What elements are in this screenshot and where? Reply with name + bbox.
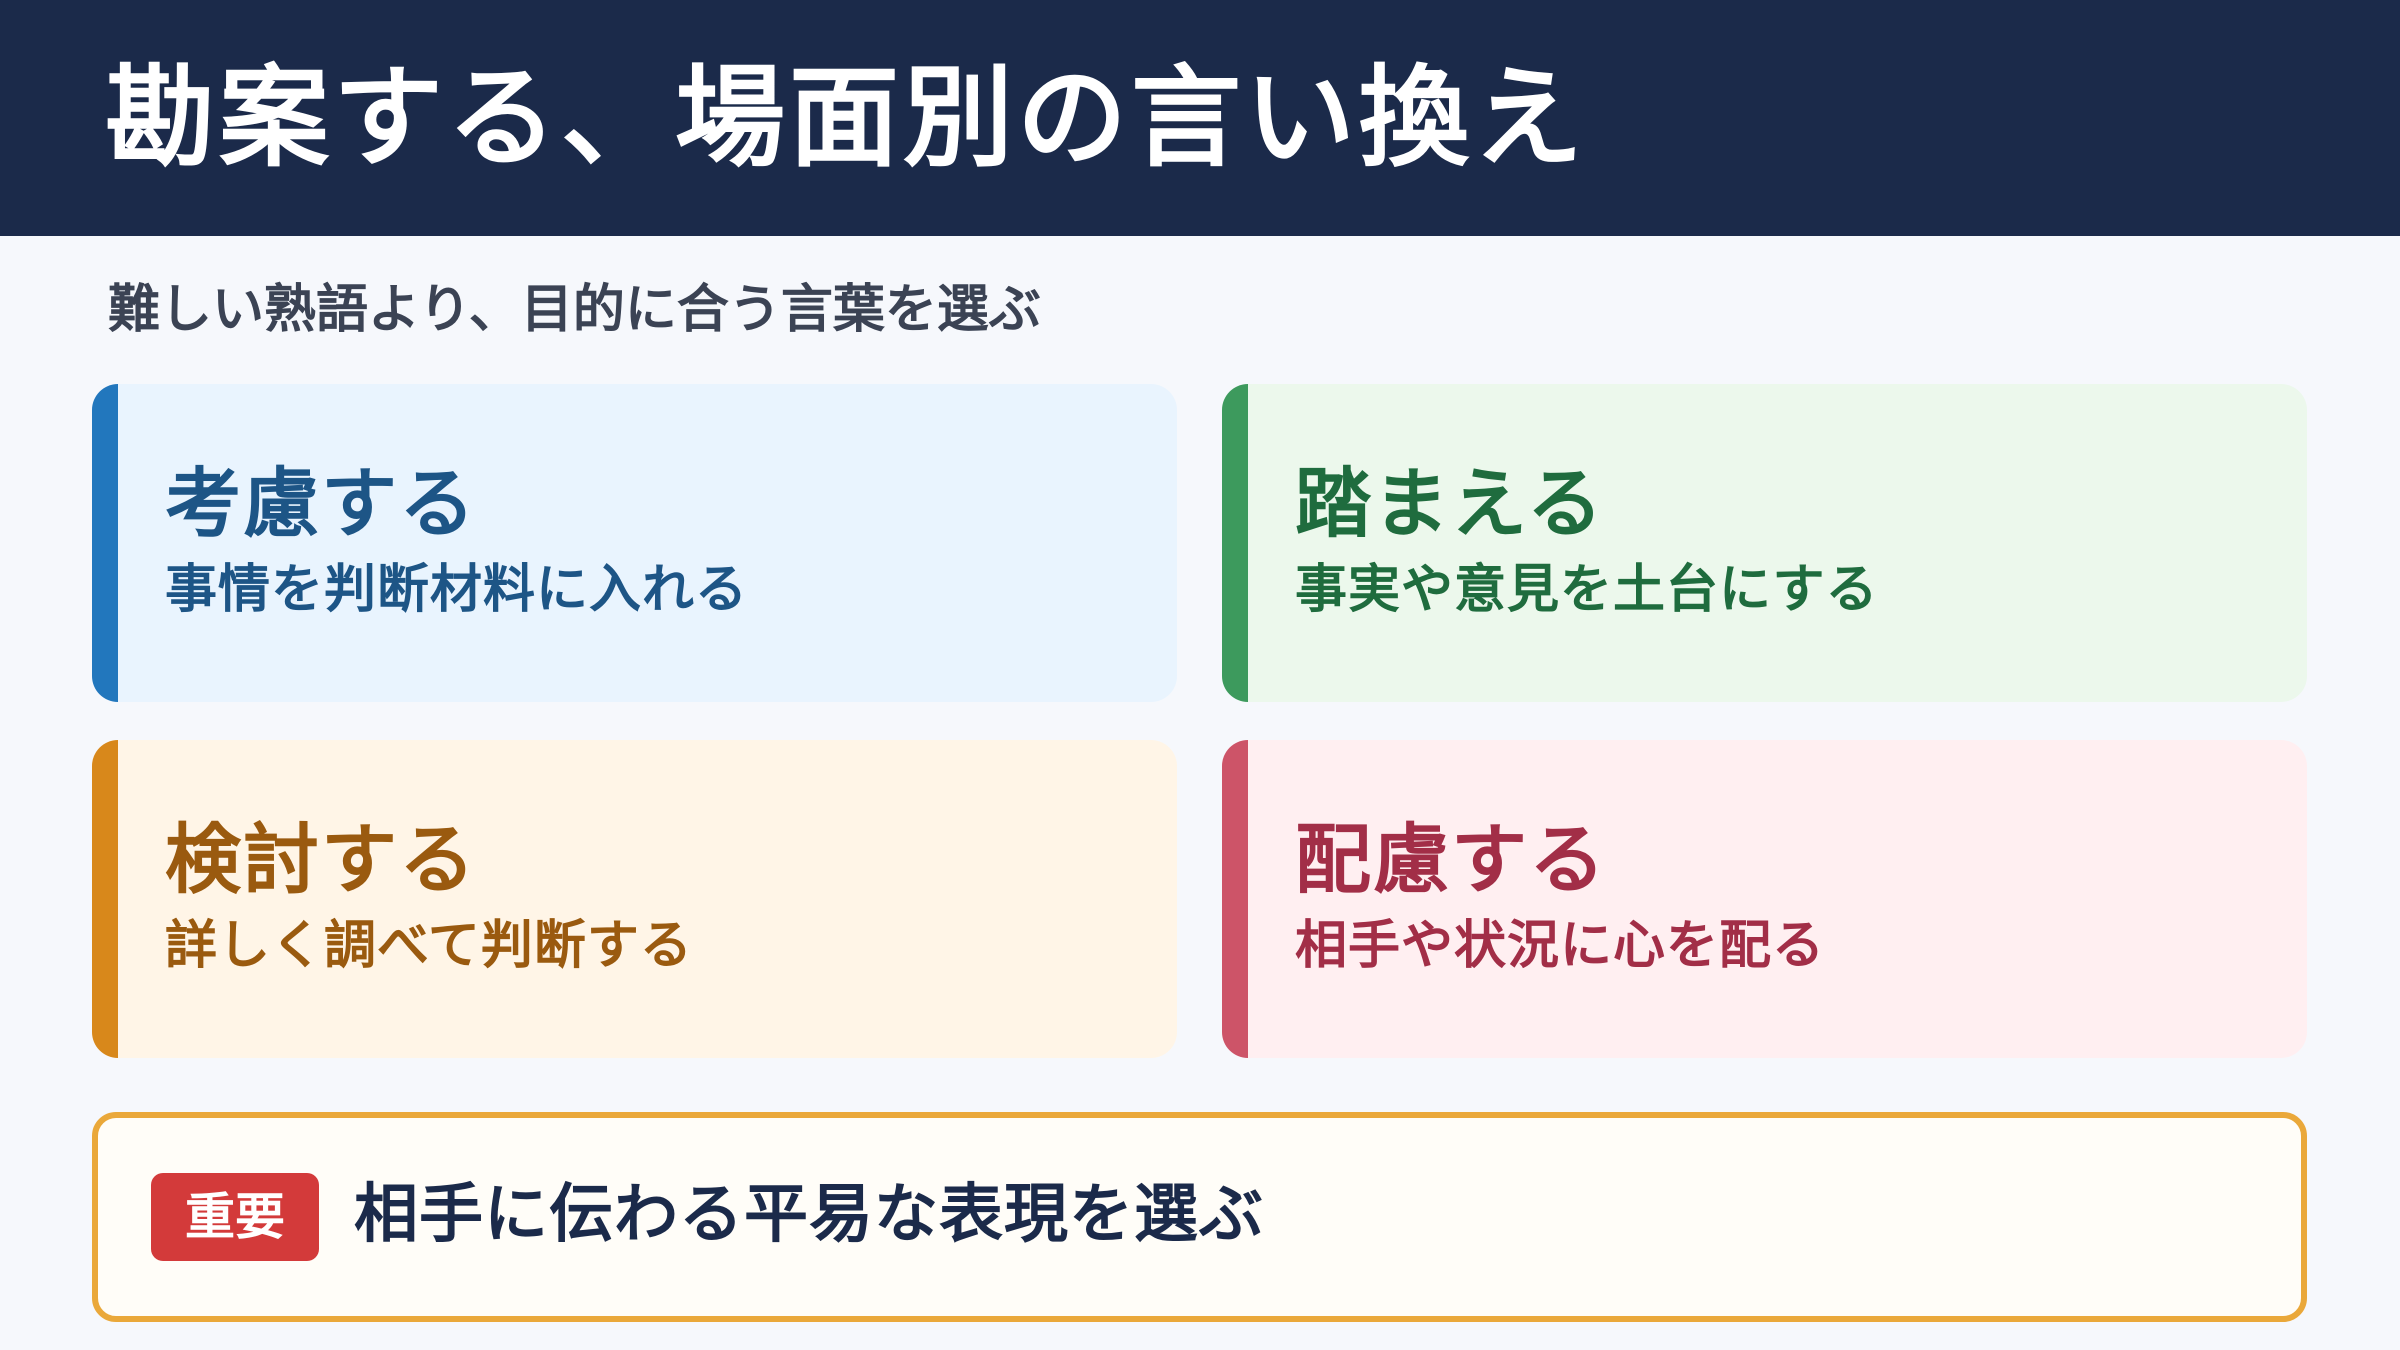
card-term: 配慮する xyxy=(1295,815,1607,904)
important-badge: 重要 xyxy=(151,1173,319,1261)
key-point-box: 重要 相手に伝わる平易な表現を選ぶ xyxy=(92,1112,2307,1322)
card-accent-bar xyxy=(92,384,118,702)
card-hairyo: 配慮する 相手や状況に心を配る xyxy=(1222,740,2307,1058)
card-accent-bar xyxy=(92,740,118,1058)
card-description: 事実や意見を土台にする xyxy=(1295,560,1879,620)
card-kouryo: 考慮する 事情を判断材料に入れる xyxy=(92,384,1177,702)
card-accent-bar xyxy=(1222,384,1248,702)
header-banner: 勘案する、場面別の言い換え xyxy=(0,0,2400,236)
card-term: 検討する xyxy=(165,815,477,904)
card-accent-bar xyxy=(1222,740,1248,1058)
page-title: 勘案する、場面別の言い換え xyxy=(105,54,1587,182)
card-description: 相手や状況に心を配る xyxy=(1295,916,1826,976)
card-term: 考慮する xyxy=(165,459,477,548)
key-point-text: 相手に伝わる平易な表現を選ぶ xyxy=(354,1178,1264,1252)
card-description: 詳しく調べて判断する xyxy=(165,916,693,976)
card-term: 踏まえる xyxy=(1295,459,1605,548)
page-subtitle: 難しい熟語より、目的に合う言葉を選ぶ xyxy=(108,280,1041,340)
card-fumaeru: 踏まえる 事実や意見を土台にする xyxy=(1222,384,2307,702)
card-description: 事情を判断材料に入れる xyxy=(165,560,749,620)
card-kentou: 検討する 詳しく調べて判断する xyxy=(92,740,1177,1058)
